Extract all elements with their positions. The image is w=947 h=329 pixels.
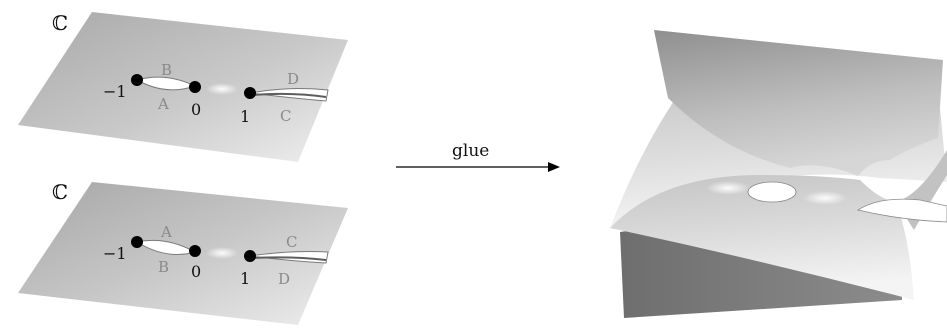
glue-arrow-label: glue (452, 141, 489, 161)
bottom-cut-label-lower-right: D (278, 270, 290, 288)
top-label-one: 1 (240, 107, 250, 126)
bottom-cut-label-lower-left: B (158, 258, 169, 276)
bottom-cut-right-shade (251, 256, 327, 261)
bottom-point-minus-one (131, 236, 143, 248)
top-label-minus-one: −1 (103, 82, 127, 101)
bottom-cut-label-upper-right: C (286, 233, 297, 251)
top-sheet-highlight (206, 83, 238, 95)
top-point-minus-one (131, 74, 143, 86)
bottom-sheet-highlight (206, 247, 238, 259)
bottom-point-one (244, 250, 256, 262)
bottom-label-zero: 0 (191, 262, 201, 281)
glue-arrow-head (548, 162, 560, 172)
bottom-plane-symbol: ℂ (52, 180, 68, 204)
glued-surface (610, 30, 947, 318)
top-cut-label-upper-left: B (161, 61, 172, 79)
bottom-label-one: 1 (240, 269, 250, 288)
glued-front-sheet (610, 175, 914, 300)
top-point-one (244, 87, 256, 99)
bottom-cut-label-upper-left: A (160, 223, 172, 241)
top-cut-label-lower-right: C (280, 107, 291, 125)
bottom-point-zero (189, 245, 201, 257)
top-cut-label-lower-left: A (157, 95, 169, 113)
glue-arrow: glue (396, 141, 560, 172)
glued-hole-left (747, 181, 797, 203)
glued-hole-right (856, 198, 947, 223)
bottom-label-minus-one: −1 (103, 244, 127, 263)
glued-highlight-left (706, 181, 750, 195)
top-point-zero (189, 81, 201, 93)
top-cut-right-shade (251, 92, 327, 98)
bottom-sheet: ℂ −1 0 1 A B C D (18, 180, 348, 325)
top-plane-symbol: ℂ (52, 11, 68, 35)
top-sheet: ℂ −1 0 1 B A D C (18, 11, 348, 162)
top-cut-label-upper-right: D (287, 70, 299, 88)
glued-upper-sheet (654, 30, 943, 176)
top-label-zero: 0 (191, 100, 201, 119)
glued-highlight-right (803, 191, 847, 205)
